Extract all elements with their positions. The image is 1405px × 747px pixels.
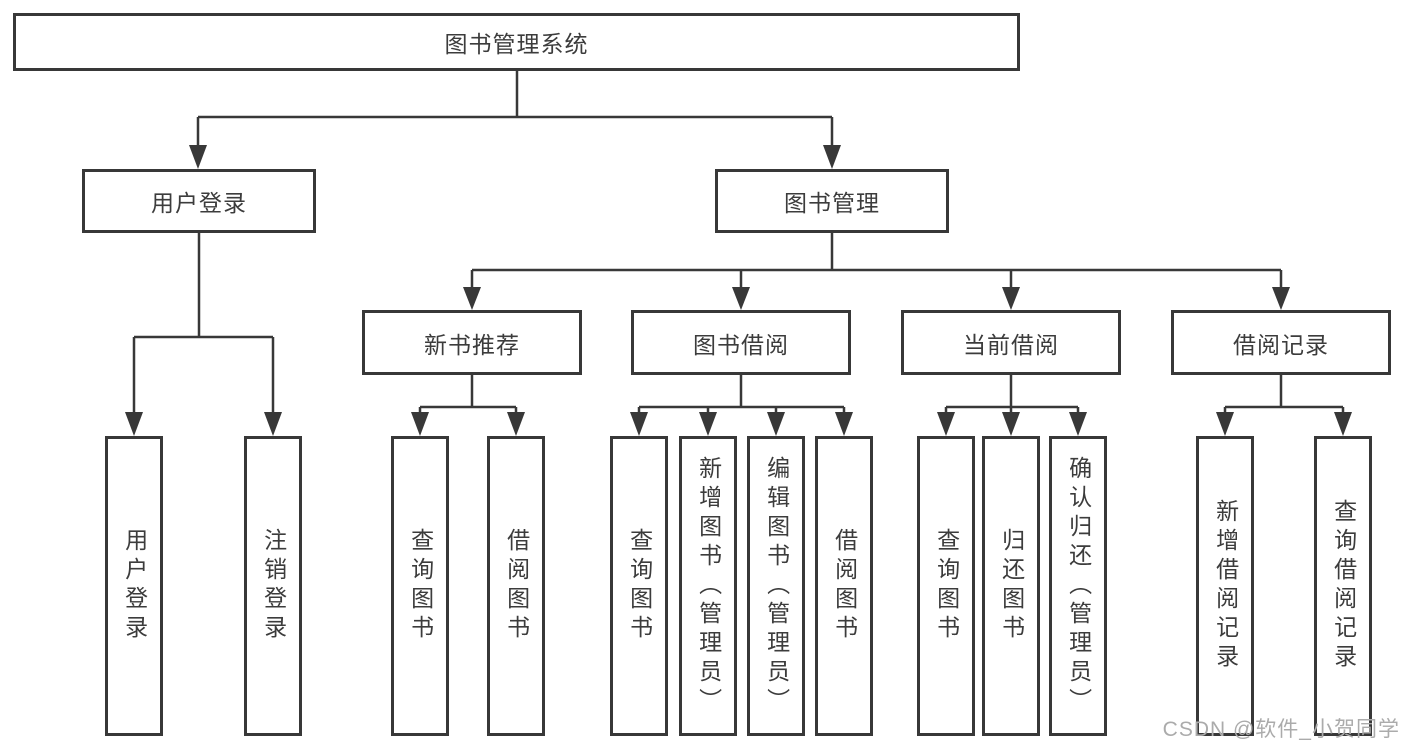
node-leaf-user-login: 用户登录 (105, 436, 163, 736)
node-leaf-confirm-return-admin: 确认归还（管理员） (1049, 436, 1107, 736)
leaf-label: 归还图书 (998, 528, 1025, 644)
leaf-label: 确认归还（管理员） (1065, 455, 1092, 717)
node-library-management-system: 图书管理系统 (13, 13, 1020, 71)
node-book-borrowing: 图书借阅 (631, 310, 851, 375)
node-leaf-add-borrow-record: 新增借阅记录 (1196, 436, 1254, 736)
leaf-label: 新增借阅记录 (1212, 499, 1239, 673)
node-leaf-query-borrow-record: 查询借阅记录 (1314, 436, 1372, 736)
node-current-borrowing: 当前借阅 (901, 310, 1121, 375)
leaf-label: 查询图书 (933, 528, 960, 644)
leaf-label: 用户登录 (121, 528, 148, 644)
leaf-label: 新增图书（管理员） (695, 455, 722, 717)
leaf-label: 借阅图书 (831, 528, 858, 644)
node-leaf-add-books-admin: 新增图书（管理员） (679, 436, 737, 736)
node-leaf-query-books-recommend: 查询图书 (391, 436, 449, 736)
node-user-login: 用户登录 (82, 169, 316, 233)
leaf-label: 查询图书 (626, 528, 653, 644)
node-new-book-recommend: 新书推荐 (362, 310, 582, 375)
node-leaf-borrow-books-recommend: 借阅图书 (487, 436, 545, 736)
node-leaf-borrow-books: 借阅图书 (815, 436, 873, 736)
leaf-label: 借阅图书 (503, 528, 530, 644)
node-book-management: 图书管理 (715, 169, 949, 233)
node-leaf-edit-books-admin: 编辑图书（管理员） (747, 436, 805, 736)
node-borrowing-records: 借阅记录 (1171, 310, 1391, 375)
leaf-label: 查询图书 (407, 528, 434, 644)
node-leaf-query-books-current: 查询图书 (917, 436, 975, 736)
node-leaf-query-books-borrowing: 查询图书 (610, 436, 668, 736)
leaf-label: 查询借阅记录 (1330, 499, 1357, 673)
csdn-watermark: CSDN @软件_小贺同学 (1162, 718, 1400, 741)
node-leaf-logout: 注销登录 (244, 436, 302, 736)
leaf-label: 编辑图书（管理员） (763, 455, 790, 717)
leaf-label: 注销登录 (260, 528, 287, 644)
node-leaf-return-books: 归还图书 (982, 436, 1040, 736)
